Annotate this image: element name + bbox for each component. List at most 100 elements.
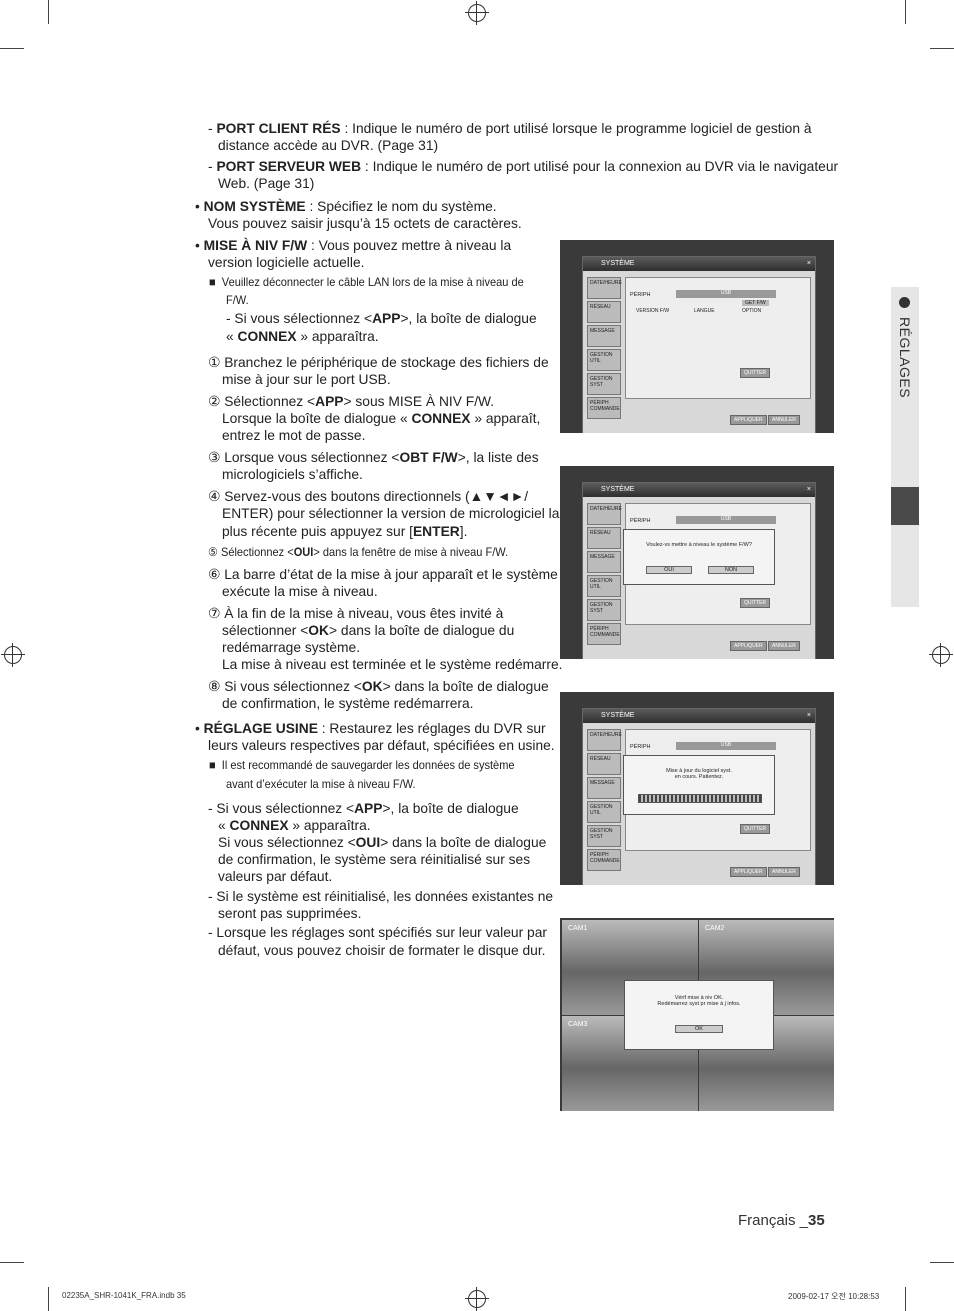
menu-item[interactable]: GESTION UTIL xyxy=(587,801,621,823)
dialog-title: SYSTÈME xyxy=(601,260,635,267)
cancel-button[interactable]: ANNULER xyxy=(768,415,800,425)
confirm-text: Voulez-vs mettre à niveau le système F/W… xyxy=(646,542,752,548)
camera-label: CAM1 xyxy=(568,925,588,932)
text-line: entrez le mot de passe. xyxy=(222,428,366,443)
menu-item[interactable]: GESTION UTIL xyxy=(587,575,621,597)
port-web-item: - PORT SERVEUR WEB : Indique le numéro d… xyxy=(208,159,839,174)
text-line: La mise à niveau est terminée et le syst… xyxy=(222,657,563,672)
get-fw-button[interactable]: GET F/W xyxy=(742,300,769,306)
step-6: ⑥ La barre d’état de la mise à jour appa… xyxy=(208,567,558,582)
registration-mark-icon xyxy=(465,1287,489,1311)
menu-item[interactable]: RÉSEAU xyxy=(587,301,621,323)
menu-item[interactable]: GESTION SYST xyxy=(587,373,621,395)
field-label: PÉRIPH xyxy=(630,292,651,298)
column-header: LANGUE xyxy=(694,308,715,314)
text-line: avant d’exécuter la mise à niveau F/W. xyxy=(226,777,416,791)
step-3: ③ Lorsque vous sélectionnez <OBT F/W>, l… xyxy=(208,450,539,465)
section-tab: RÉGLAGES xyxy=(891,287,919,607)
menu-item[interactable]: RÉSEAU xyxy=(587,527,621,549)
menu-item[interactable]: GESTION SYST xyxy=(587,825,621,847)
menu-item[interactable]: GESTION SYST xyxy=(587,599,621,621)
text-line: mise à jour sur le port USB. xyxy=(222,372,391,387)
menu-item[interactable]: DATE/HEURE xyxy=(587,729,622,751)
text-line: micrologiciels s’affiche. xyxy=(222,467,363,482)
text-line: ENTER) pour sélectionner la version de m… xyxy=(222,506,560,521)
dvr-screenshot-4: CAM1 CAM2 CAM3 Vérif mise à niv OK. Redé… xyxy=(560,918,834,1111)
side-menu: DATE/HEURE RÉSEAU MESSAGE GESTION UTIL G… xyxy=(587,729,622,873)
close-icon[interactable]: × xyxy=(806,712,811,719)
text-line: Web. (Page 31) xyxy=(218,176,315,191)
bullet-icon xyxy=(899,297,910,308)
dialog-text: Redémarrez syst pr mise à j infos. xyxy=(657,1001,741,1007)
text-line: exécute la mise à niveau. xyxy=(222,584,378,599)
apply-button[interactable]: APPLIQUER xyxy=(730,641,767,651)
menu-item[interactable]: MESSAGE xyxy=(587,325,621,347)
step-7: ⑦ À la fin de la mise à niveau, vous ête… xyxy=(208,606,504,621)
system-dialog: SYSTÈME× DATE/HEURE RÉSEAU MESSAGE GESTI… xyxy=(582,708,816,885)
dvr-screenshot-1: SYSTÈME × DATE/HEURE RÉSEAU MESSAGE GESTI… xyxy=(560,240,834,433)
page-number: Français _35 xyxy=(738,1212,825,1229)
menu-item[interactable]: PÉRIPH COMMANDE xyxy=(587,623,621,645)
text-line: défaut, vous pouvez choisir de formater … xyxy=(218,943,546,958)
progress-bar xyxy=(638,794,762,803)
text-line: version logicielle actuelle. xyxy=(208,255,365,270)
note: ■ Veuillez déconnecter le câble LAN lors… xyxy=(209,275,524,289)
cancel-button[interactable]: ANNULER xyxy=(768,867,800,877)
menu-item[interactable]: DATE/HEURE xyxy=(587,277,622,299)
menu-item[interactable]: DATE/HEURE xyxy=(587,503,622,525)
confirm-dialog: Voulez-vs mettre à niveau le système F/W… xyxy=(623,529,775,585)
close-icon[interactable]: × xyxy=(806,486,811,493)
close-icon[interactable]: × xyxy=(806,260,811,267)
port-client-item: - PORT CLIENT RÉS : Indique le numéro de… xyxy=(208,121,812,136)
step-1: ① Branchez le périphérique de stockage d… xyxy=(208,355,549,370)
field-label: PÉRIPH xyxy=(630,744,651,750)
yes-button[interactable]: OUI xyxy=(646,566,692,574)
text-line: Vous pouvez saisir jusqu’à 15 octets de … xyxy=(208,216,522,231)
menu-item[interactable]: GESTION UTIL xyxy=(587,349,621,371)
ok-button[interactable]: OK xyxy=(675,1025,723,1033)
tab-marker xyxy=(891,487,919,525)
text-line: valeurs par défaut. xyxy=(218,869,333,884)
text-line: « CONNEX » apparaîtra. xyxy=(226,329,379,344)
column-header: VERSION F/W xyxy=(636,308,670,314)
section-tab-label: RÉGLAGES xyxy=(897,317,913,399)
mise-a-niv-item: • MISE À NIV F/W : Vous pouvez mettre à … xyxy=(195,238,512,253)
footer-date: 2009-02-17 오전 10:28:53 xyxy=(788,1292,880,1301)
device-select[interactable]: USB xyxy=(676,516,776,524)
cancel-button[interactable]: ANNULER xyxy=(768,641,800,651)
step-4: ④ Servez-vous des boutons directionnels … xyxy=(208,489,529,504)
crop-mark xyxy=(905,0,906,24)
menu-item[interactable]: MESSAGE xyxy=(587,777,621,799)
no-button[interactable]: NON xyxy=(708,566,754,574)
nom-systeme-item: • NOM SYSTÈME : Spécifiez le nom du syst… xyxy=(195,199,497,214)
device-select[interactable]: USB xyxy=(676,742,776,750)
text-line: leurs valeurs respectives par défaut, sp… xyxy=(208,738,555,753)
device-select[interactable]: USB xyxy=(676,290,776,298)
text-line: sélectionner <OK> dans la boîte de dialo… xyxy=(222,623,515,638)
text-line: - Si le système est réinitialisé, les do… xyxy=(208,889,554,904)
menu-item[interactable]: PÉRIPH COMMANDE xyxy=(587,397,621,419)
crop-mark xyxy=(48,1287,49,1311)
text-line: « CONNEX » apparaîtra. xyxy=(218,818,371,833)
dvr-screenshot-2: SYSTÈME × DATE/HEURE RÉSEAU MESSAGE GESTI… xyxy=(560,466,834,659)
apply-button[interactable]: APPLIQUER xyxy=(730,415,767,425)
quit-button[interactable]: QUITTER xyxy=(740,598,770,608)
crop-mark xyxy=(0,48,24,49)
dialog-title: SYSTÈME xyxy=(601,486,635,493)
quit-button[interactable]: QUITTER xyxy=(740,824,770,834)
quit-button[interactable]: QUITTER xyxy=(740,368,770,378)
crop-mark xyxy=(930,48,954,49)
registration-mark-icon xyxy=(929,643,953,667)
camera-label: CAM2 xyxy=(705,925,725,932)
restart-dialog: Vérif mise à niv OK. Redémarrez syst pr … xyxy=(624,980,774,1050)
progress-text: Mise à jour du logiciel syst. xyxy=(666,768,732,774)
text-line: - Lorsque les réglages sont spécifiés su… xyxy=(208,925,547,940)
menu-item[interactable]: RÉSEAU xyxy=(587,753,621,775)
menu-item[interactable]: MESSAGE xyxy=(587,551,621,573)
apply-button[interactable]: APPLIQUER xyxy=(730,867,767,877)
side-menu: DATE/HEURE RÉSEAU MESSAGE GESTION UTIL G… xyxy=(587,277,622,421)
text-line: Si vous sélectionnez <OUI> dans la boîte… xyxy=(218,835,547,850)
menu-item[interactable]: PÉRIPH COMMANDE xyxy=(587,849,621,871)
camera-label: CAM3 xyxy=(568,1021,588,1028)
system-dialog: SYSTÈME × DATE/HEURE RÉSEAU MESSAGE GESTI… xyxy=(582,482,816,659)
